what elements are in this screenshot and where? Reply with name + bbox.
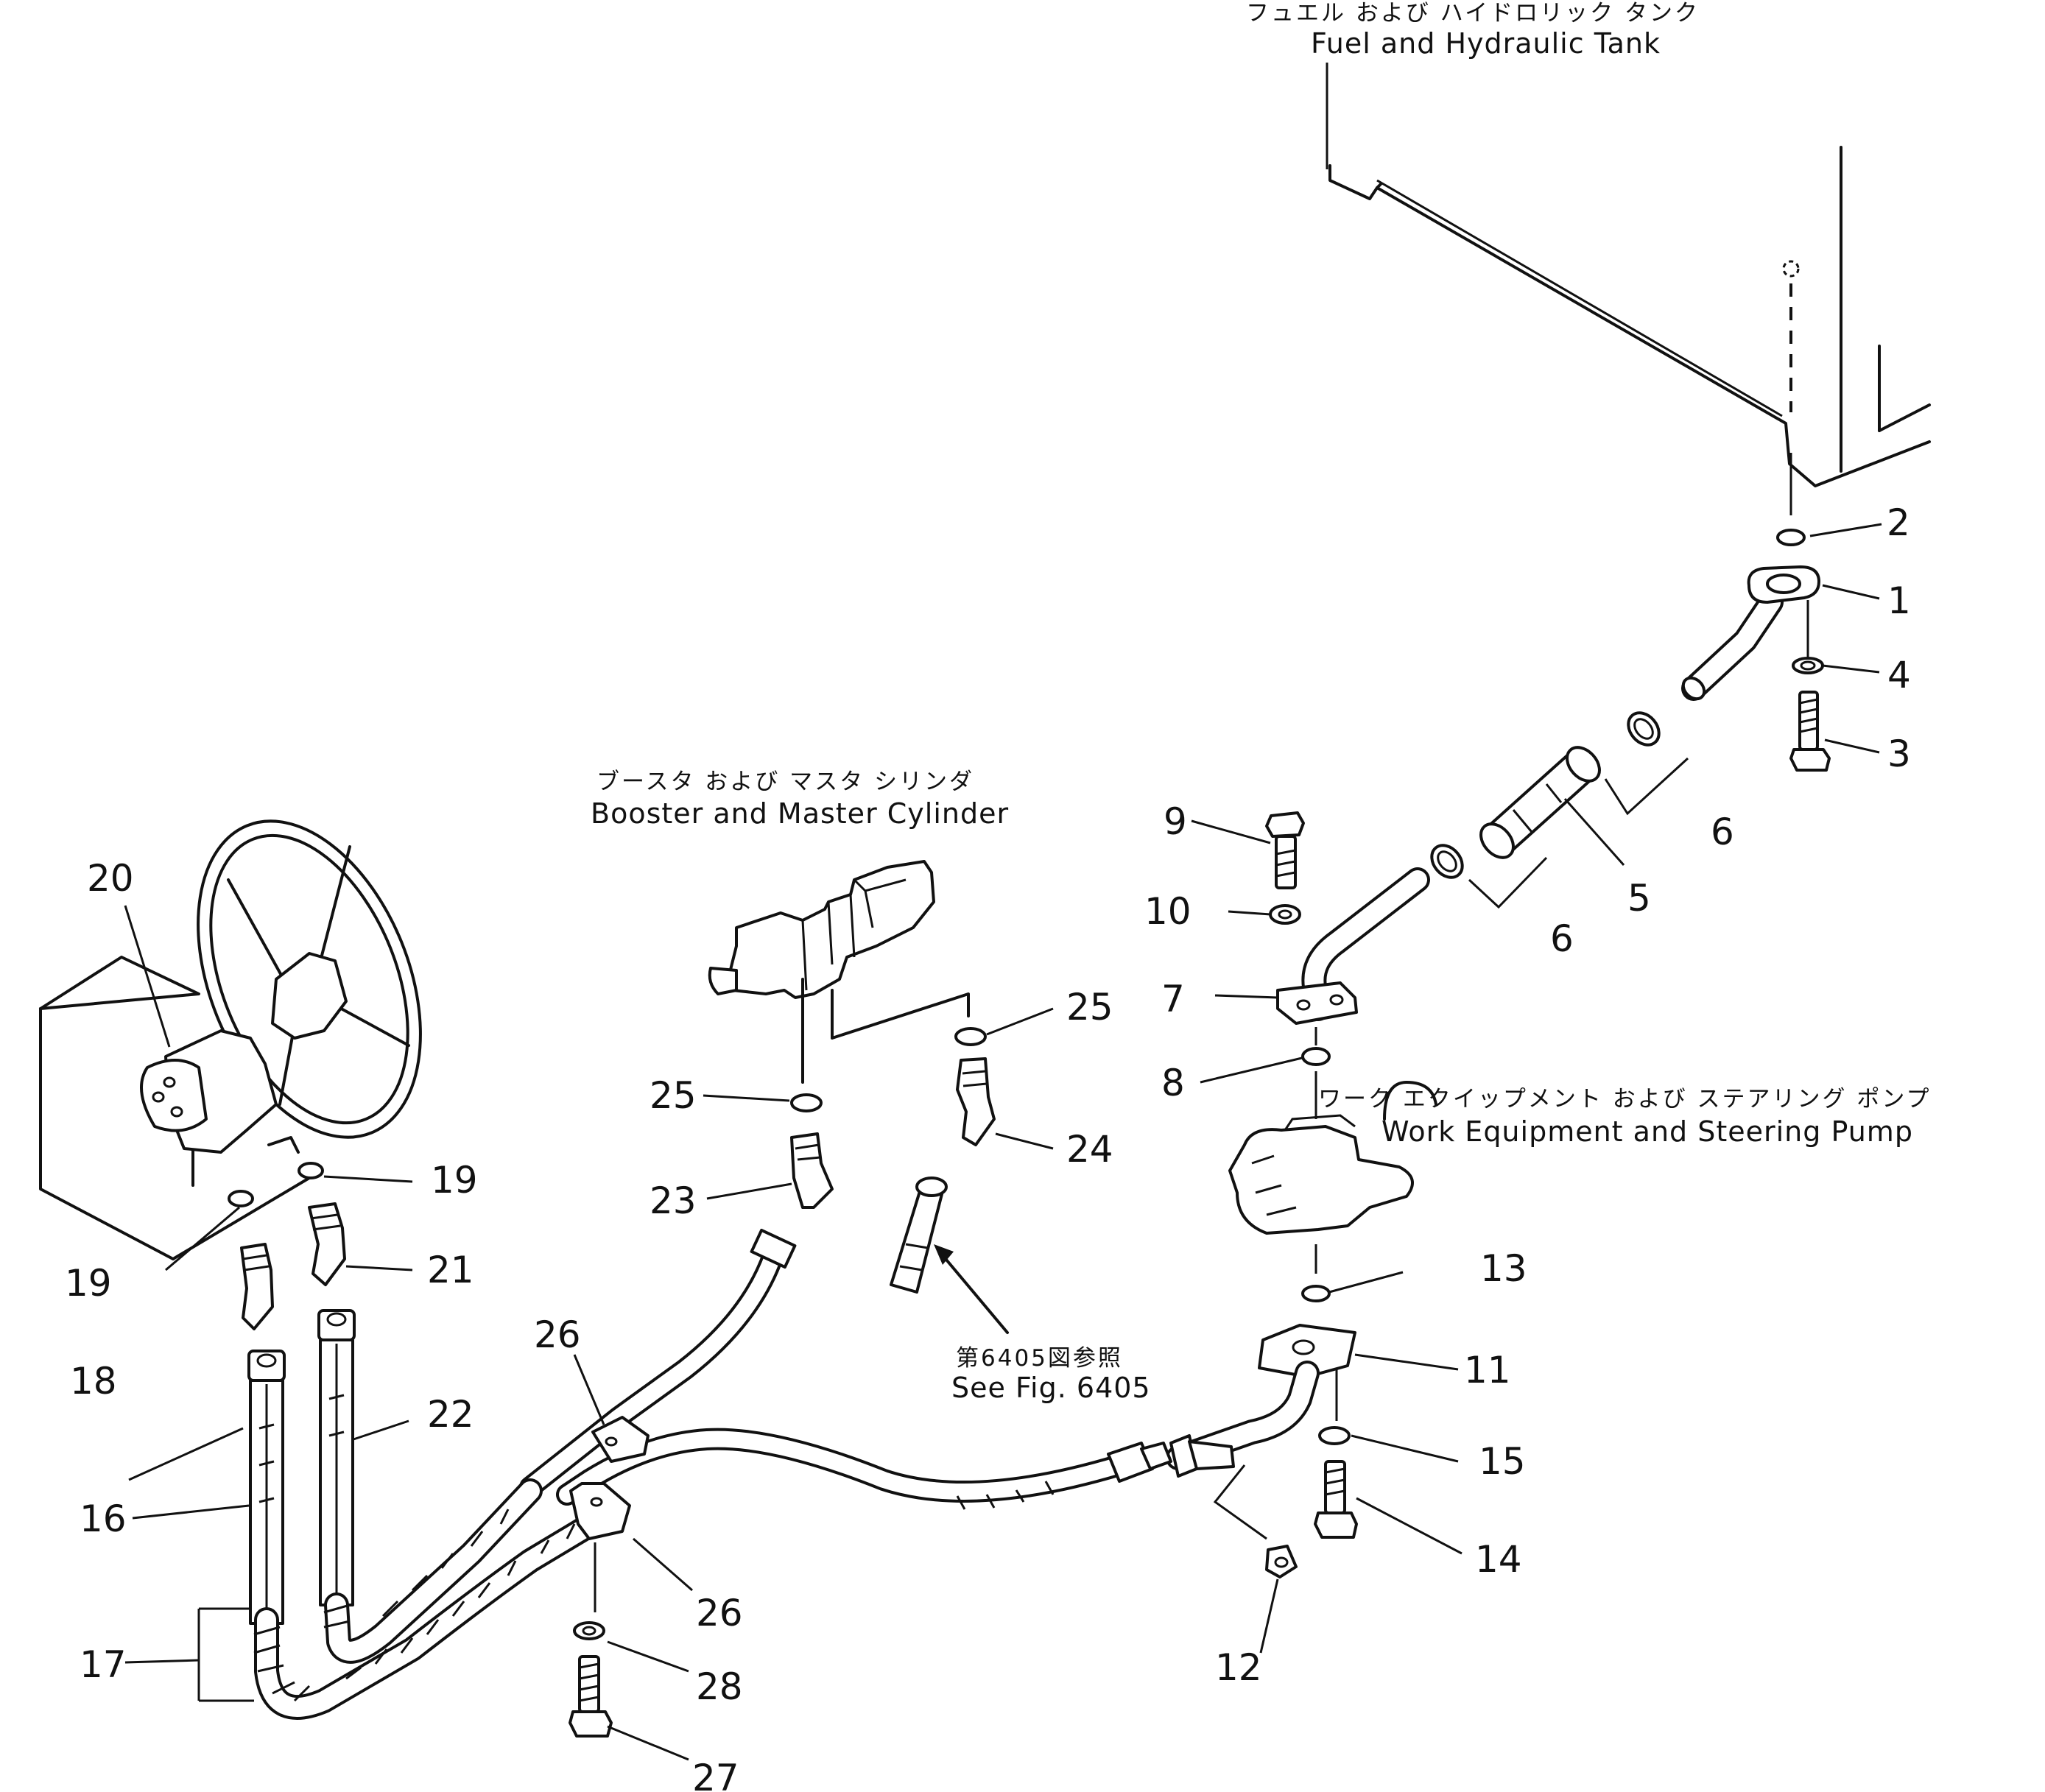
hose-22 [317,1309,356,1606]
elbow-fitting-21 [308,1202,346,1286]
elbow-fitting-24 [956,1057,996,1146]
washer-28 [573,1621,605,1640]
callout-9: 9 [1164,800,1187,843]
booster-master-cylinder [708,860,970,1084]
o-ring-2 [1776,529,1806,546]
callout-25-right: 25 [1066,986,1113,1029]
plug-12 [1213,1464,1298,1578]
leader-6-upper [1604,757,1689,816]
leader-lines [124,523,1882,1761]
hose-5 [1479,746,1601,859]
callout-5: 5 [1627,877,1651,920]
tank-outlet-pipe [1681,565,1820,701]
washer-15 [1318,1369,1351,1445]
callout-20: 20 [87,857,134,900]
o-ring-19-left [228,1190,254,1207]
main-hose-to-pump [556,1428,1172,1510]
callout-28: 28 [696,1665,743,1708]
clamp-26-upper [591,1416,650,1463]
callout-14: 14 [1475,1538,1522,1581]
callout-1: 1 [1887,579,1911,622]
callout-3: 3 [1887,733,1911,775]
fuel-hydraulic-tank [1326,63,1931,515]
elbow-fitting-23 [790,1132,834,1209]
bolt-9 [1265,811,1305,889]
callout-25-left: 25 [650,1074,697,1117]
arrow-see-fig [934,1244,1009,1334]
callout-26-upper: 26 [534,1313,581,1356]
callout-10: 10 [1144,890,1192,933]
washer-4 [1792,600,1824,674]
tank-caption-en: Fuel and Hydraulic Tank [1311,27,1661,60]
hose-booster-to-steering [519,1228,797,1498]
callout-2: 2 [1887,501,1910,544]
callout-numbers: 1 2 3 4 5 6 6 7 8 9 10 11 12 13 14 15 16… [65,501,1911,1792]
callout-12: 12 [1215,1646,1262,1689]
callout-6-lower: 6 [1550,917,1574,960]
o-ring-8 [1301,1027,1331,1119]
callout-11: 11 [1464,1349,1511,1391]
callout-15: 15 [1479,1440,1526,1483]
callout-13: 13 [1480,1247,1527,1290]
seefig-caption-en: See Fig. 6405 [951,1372,1151,1404]
callout-6-upper: 6 [1711,811,1734,853]
pipe-fitting-nut [1169,1434,1235,1478]
booster-caption-jp: ブースタ および マスタ シリンダ [596,769,974,795]
o-ring-25-right [954,1027,987,1046]
bolt-14 [1314,1460,1358,1539]
callout-19-left: 19 [65,1262,112,1305]
leader-6-lower [1468,856,1548,909]
bolt-3 [1789,691,1831,772]
callout-24: 24 [1066,1128,1113,1171]
callout-23: 23 [650,1179,697,1222]
callout-8: 8 [1161,1062,1185,1104]
callout-26-lower: 26 [696,1592,743,1634]
callout-22: 22 [427,1393,474,1436]
callout-16: 16 [80,1498,127,1540]
pump-caption-jp: ワーク エクイップメント および ステアリング ポンプ [1318,1086,1931,1112]
callout-17: 17 [80,1643,127,1686]
callout-21: 21 [427,1249,474,1291]
hose-to-6405 [890,1177,948,1294]
clamp-26-lower [569,1482,631,1612]
spiral-guard-17 [253,1478,616,1720]
hose-16 [247,1350,286,1625]
booster-caption-en: Booster and Master Cylinder [591,797,1009,830]
o-ring-13 [1301,1285,1331,1302]
o-ring-25-left [790,1093,823,1112]
tank-caption-jp: フュエル および ハイドロリック タンク [1246,0,1700,27]
seefig-caption-jp: 第6405図参照 [956,1345,1123,1372]
washer-10 [1269,904,1301,925]
callout-7: 7 [1161,978,1185,1020]
elbow-fitting-18 [240,1243,274,1330]
steering-wheel-assembly [39,819,422,1260]
hose-clamp-6-lower [1430,844,1464,879]
callout-19-right: 19 [431,1159,478,1202]
callout-18: 18 [70,1360,117,1403]
pump-delivery-pipe-11 [1166,1324,1356,1470]
hose-clamp-6-upper [1627,711,1661,747]
bolt-27 [569,1655,613,1738]
pump-suction-pipe-7 [1276,867,1430,1025]
o-ring-19-right [298,1162,324,1179]
callout-4: 4 [1887,654,1911,696]
work-equipment-steering-pump [1228,1081,1437,1274]
pump-caption-en: Work Equipment and Steering Pump [1381,1115,1913,1148]
callout-27: 27 [692,1757,739,1792]
